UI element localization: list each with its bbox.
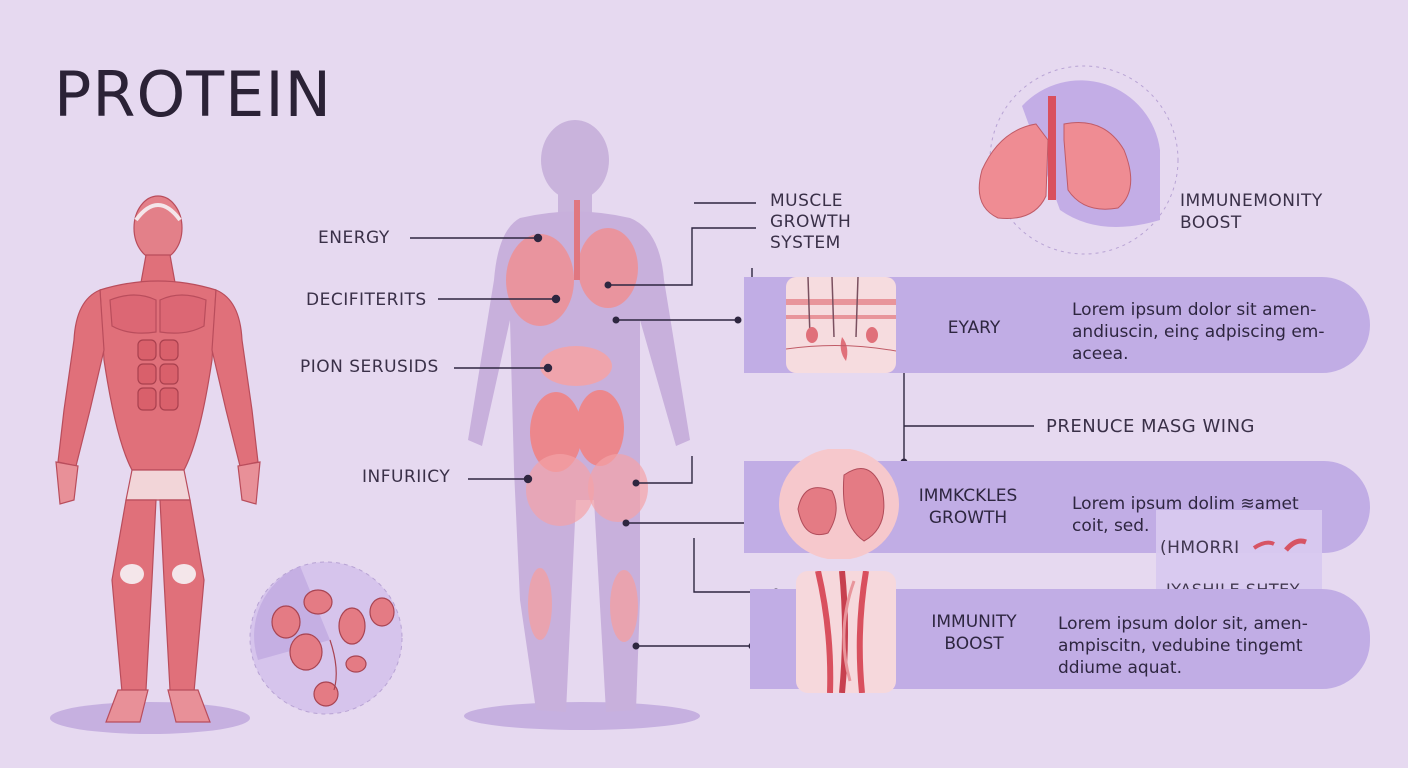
blood-vessel-thumbnail	[796, 571, 896, 693]
callout-line: GROWTH	[770, 212, 852, 232]
panel-3-title: IMMUNITY BOOST	[918, 611, 1030, 655]
label-infuriicy: INFURIICY	[362, 467, 451, 487]
silhouette-shadow	[464, 702, 700, 730]
overlay-text-1: (HMORRI	[1160, 538, 1240, 558]
muscle-figure-shadow	[50, 702, 250, 734]
callout-muscle-growth-system: MUSCLE GROWTH SYSTEM	[770, 191, 851, 254]
muscle-figure	[55, 195, 261, 723]
panel-title-line: GROWTH	[928, 508, 1008, 528]
info-panel-1: EYARY Lorem ipsum dolor sit amen- andius…	[744, 277, 1370, 373]
panel-text-line: aceea.	[1072, 344, 1129, 364]
panel-title-line: IMMKCKLES	[918, 486, 1018, 506]
panel-2-title: IMMKCKLES GROWTH	[912, 485, 1024, 529]
panel-3-text: Lorem ipsum dolor sit, amen- ampiscitn, …	[1058, 613, 1308, 679]
label-energy: ENERGY	[318, 228, 390, 248]
panel-1-text: Lorem ipsum dolor sit amen- andiuscin, e…	[1072, 299, 1324, 365]
panel-2-text: Lorem ipsum dolim ≋amet coit, sed.	[1072, 493, 1299, 537]
callout-line: IMMUNEMONITY	[1180, 191, 1323, 211]
lungs-circle	[978, 65, 1179, 255]
callout-line: MUSCLE	[770, 191, 843, 211]
panel-text-line: Lorem ipsum dolor sit, amen-	[1058, 614, 1308, 634]
callout-line: SYSTEM	[770, 233, 841, 253]
panel-text-line: coit, sed.	[1072, 516, 1150, 536]
skin-tissue-thumbnail	[786, 277, 896, 373]
label-pion-serusids: PION SERUSIDS	[300, 357, 439, 377]
panel-title-line: IMMUNITY	[931, 612, 1017, 632]
overlay-card: (HMORRI IYASHILE SHTEY	[1156, 510, 1322, 604]
info-panel-2: IMMKCKLES GROWTH Lorem ipsum dolim ≋amet…	[744, 449, 1370, 559]
panel-text-line: Lorem ipsum dolor sit amen-	[1072, 300, 1317, 320]
page-title: PROTEIN	[54, 58, 332, 131]
panel-text-line: Lorem ipsum dolim ≋amet	[1072, 494, 1299, 514]
muscle-cells-thumbnail	[779, 449, 899, 559]
callout-prenuce-masg-wing: PRENUCE MASG WING	[1046, 416, 1255, 437]
panel-title-line: BOOST	[944, 634, 1004, 654]
callout-immunemonity-boost: IMMUNEMONITY BOOST	[1180, 190, 1323, 234]
info-panel-3: IMMUNITY BOOST Lorem ipsum dolor sit, am…	[750, 571, 1370, 693]
tissue-fragment-icon	[1252, 538, 1307, 552]
callout-line: BOOST	[1180, 213, 1242, 233]
cells-circle	[249, 561, 403, 715]
panel-text-line: ddiume aquat.	[1058, 658, 1182, 678]
panel-1-title: EYARY	[947, 318, 1001, 338]
panel-text-line: andiuscin, einç adpiscing em-	[1072, 322, 1325, 342]
label-decifiterits: DECIFITERITS	[306, 290, 427, 310]
panel-text-line: ampiscitn, vedubine tingemt	[1058, 636, 1303, 656]
left-leaders	[410, 233, 561, 484]
